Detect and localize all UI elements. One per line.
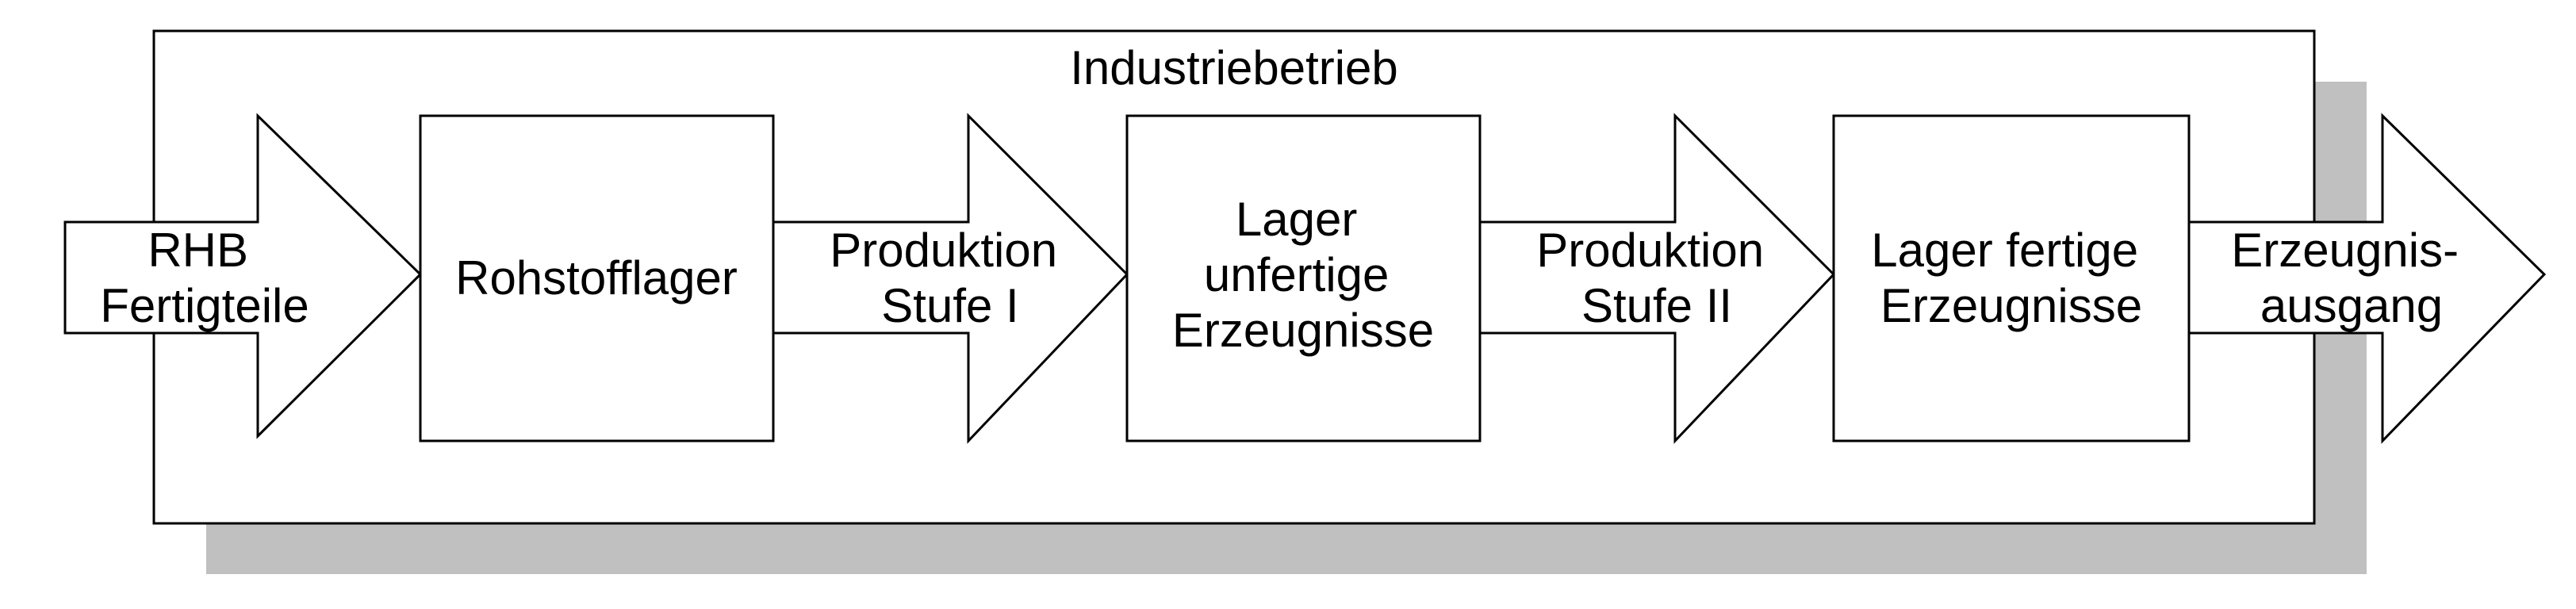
finished-goods-store-box (1832, 114, 2191, 442)
finished-goods-store-label: Lager fertige Erzeugnisse (1871, 224, 2152, 332)
production-stage-1-arrow (772, 113, 1129, 444)
input-arrow-label: RHB Fertigteile (100, 224, 309, 332)
raw-material-store-label: Rohstofflager (455, 251, 738, 304)
output-arrow (2187, 113, 2547, 444)
frame-title: Industriebetrieb (1070, 41, 1398, 94)
input-arrow (63, 113, 423, 439)
production-stage-2-arrow (1478, 113, 1836, 444)
production-stage-1-label: Produktion Stufe I (830, 224, 1071, 332)
unfinished-goods-store-box (1125, 114, 1482, 442)
production-stage-2-label: Produktion Stufe II (1536, 224, 1777, 332)
unfinished-goods-store-label: Lager unfertige Erzeugnisse (1172, 193, 1434, 357)
raw-material-store-box (419, 114, 775, 442)
output-arrow-label: Erzeugnis- ausgang (2231, 224, 2471, 332)
